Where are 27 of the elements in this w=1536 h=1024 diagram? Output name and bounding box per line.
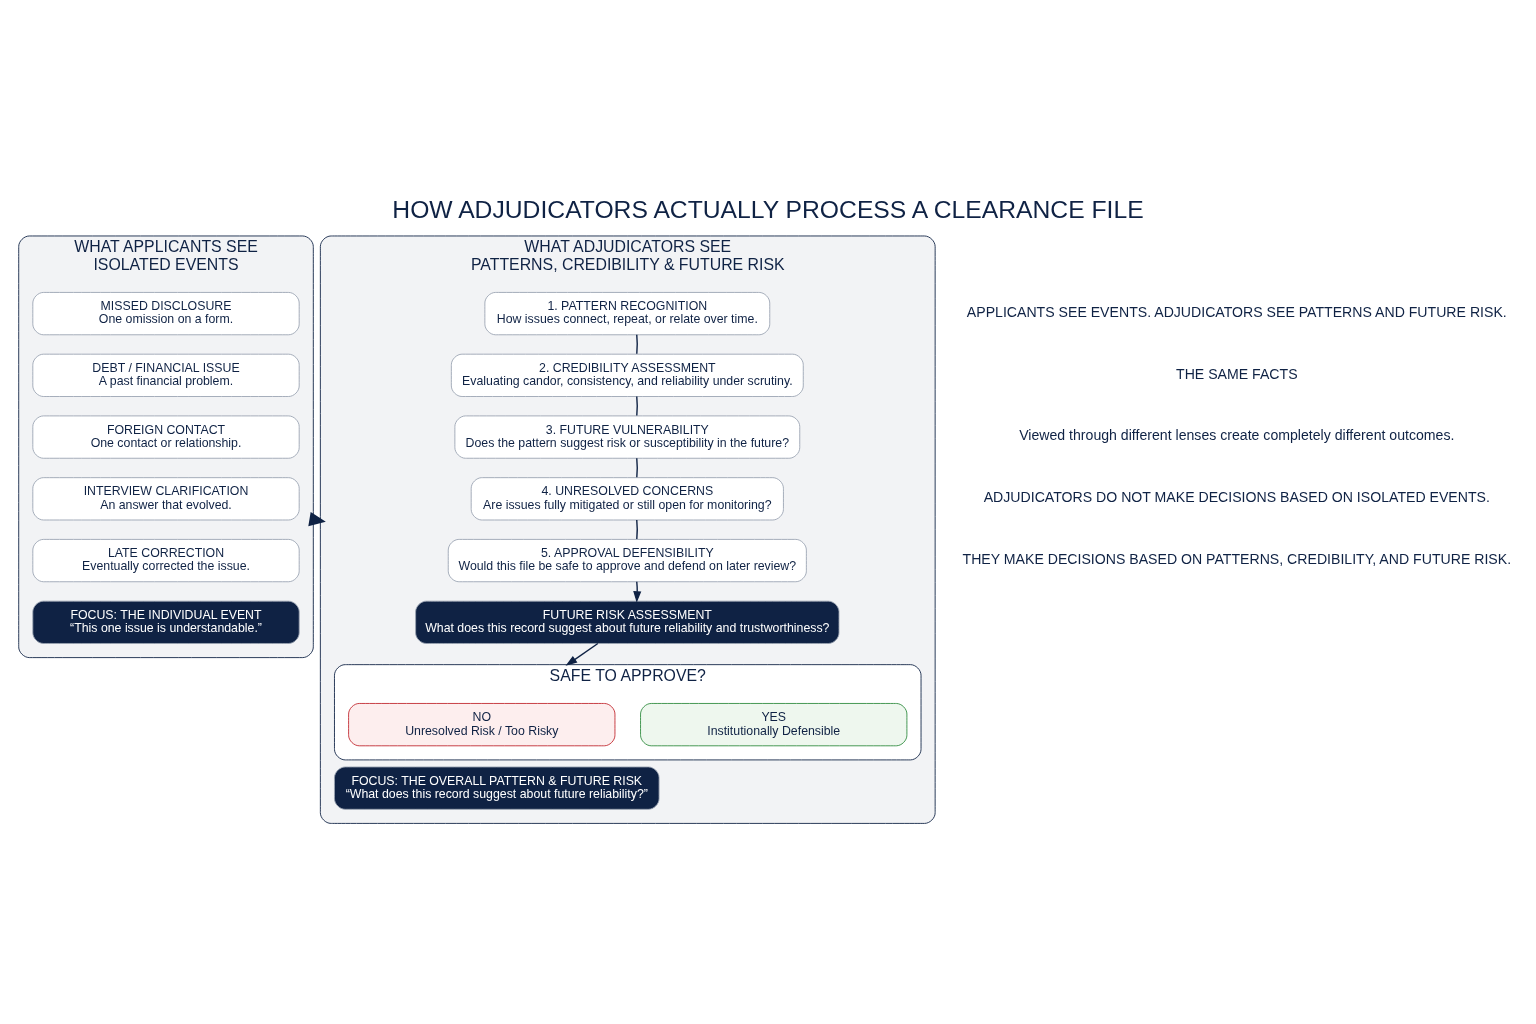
node-box: NO Unresolved Risk / Too Risky <box>348 702 616 746</box>
connector <box>636 395 638 416</box>
node-box: 2. CREDIBILITY ASSESSMENT Evaluating candor, consistency, and reliability under scrutiny. <box>450 353 804 397</box>
node-box: 3. FUTURE VULNERABILITY Does the pattern suggest risk or susceptibility in the future? <box>454 415 801 459</box>
node-box: YES Institutionally Defensible <box>640 702 908 746</box>
connector <box>636 518 638 540</box>
label: THE SAME FACTS <box>1176 365 1298 382</box>
connector <box>636 457 638 478</box>
node-box: FOCUS: THE OVERALL PATTERN & FUTURE RISK “What does this record suggest about future reliability?” <box>334 766 660 810</box>
node-box: 1. PATTERN RECOGNITION How issues connect, repeat, or relate over time. <box>484 291 771 335</box>
node-box: DEBT / FINANCIAL ISSUE A past financial problem. <box>32 353 300 397</box>
label: ADJUDICATORS DO NOT MAKE DECISIONS BASED ON ISOLATED EVENTS. <box>983 488 1490 505</box>
label: THEY MAKE DECISIONS BASED ON PATTERNS, CREDIBILITY, AND FUTURE RISK. <box>962 550 1512 567</box>
arrow <box>565 642 599 666</box>
label: APPLICANTS SEE EVENTS. ADJUDICATORS SEE PATTERNS AND FUTURE RISK. <box>966 303 1507 320</box>
node-box: INTERVIEW CLARIFICATION An answer that evolved. <box>32 476 300 520</box>
node-box: MISSED DISCLOSURE One omission on a form. <box>32 291 300 335</box>
node-box: LATE CORRECTION Eventually corrected the issue. <box>32 538 300 582</box>
connector <box>636 333 638 354</box>
label: Viewed through different lenses create completely different outcomes. <box>1019 426 1455 443</box>
node-box: FOREIGN CONTACT One contact or relationship. <box>32 415 300 459</box>
node-box: FUTURE RISK ASSESSMENT What does this record suggest about future reliability and trustworthiness? <box>415 600 840 644</box>
node-box: 4. UNRESOLVED CONCERNS Are issues fully mitigated or still open for monitoring? <box>470 476 784 520</box>
node-box: 5. APPROVAL DEFENSIBILITY Would this file be safe to approve and defend on later review? <box>447 538 807 582</box>
diagram-title: HOW ADJUDICATORS ACTUALLY PROCESS A CLEARANCE FILE <box>392 195 1144 223</box>
node-box: FOCUS: THE INDIVIDUAL EVENT “This one issue is understandable.” <box>32 600 300 644</box>
arrow <box>633 580 642 603</box>
